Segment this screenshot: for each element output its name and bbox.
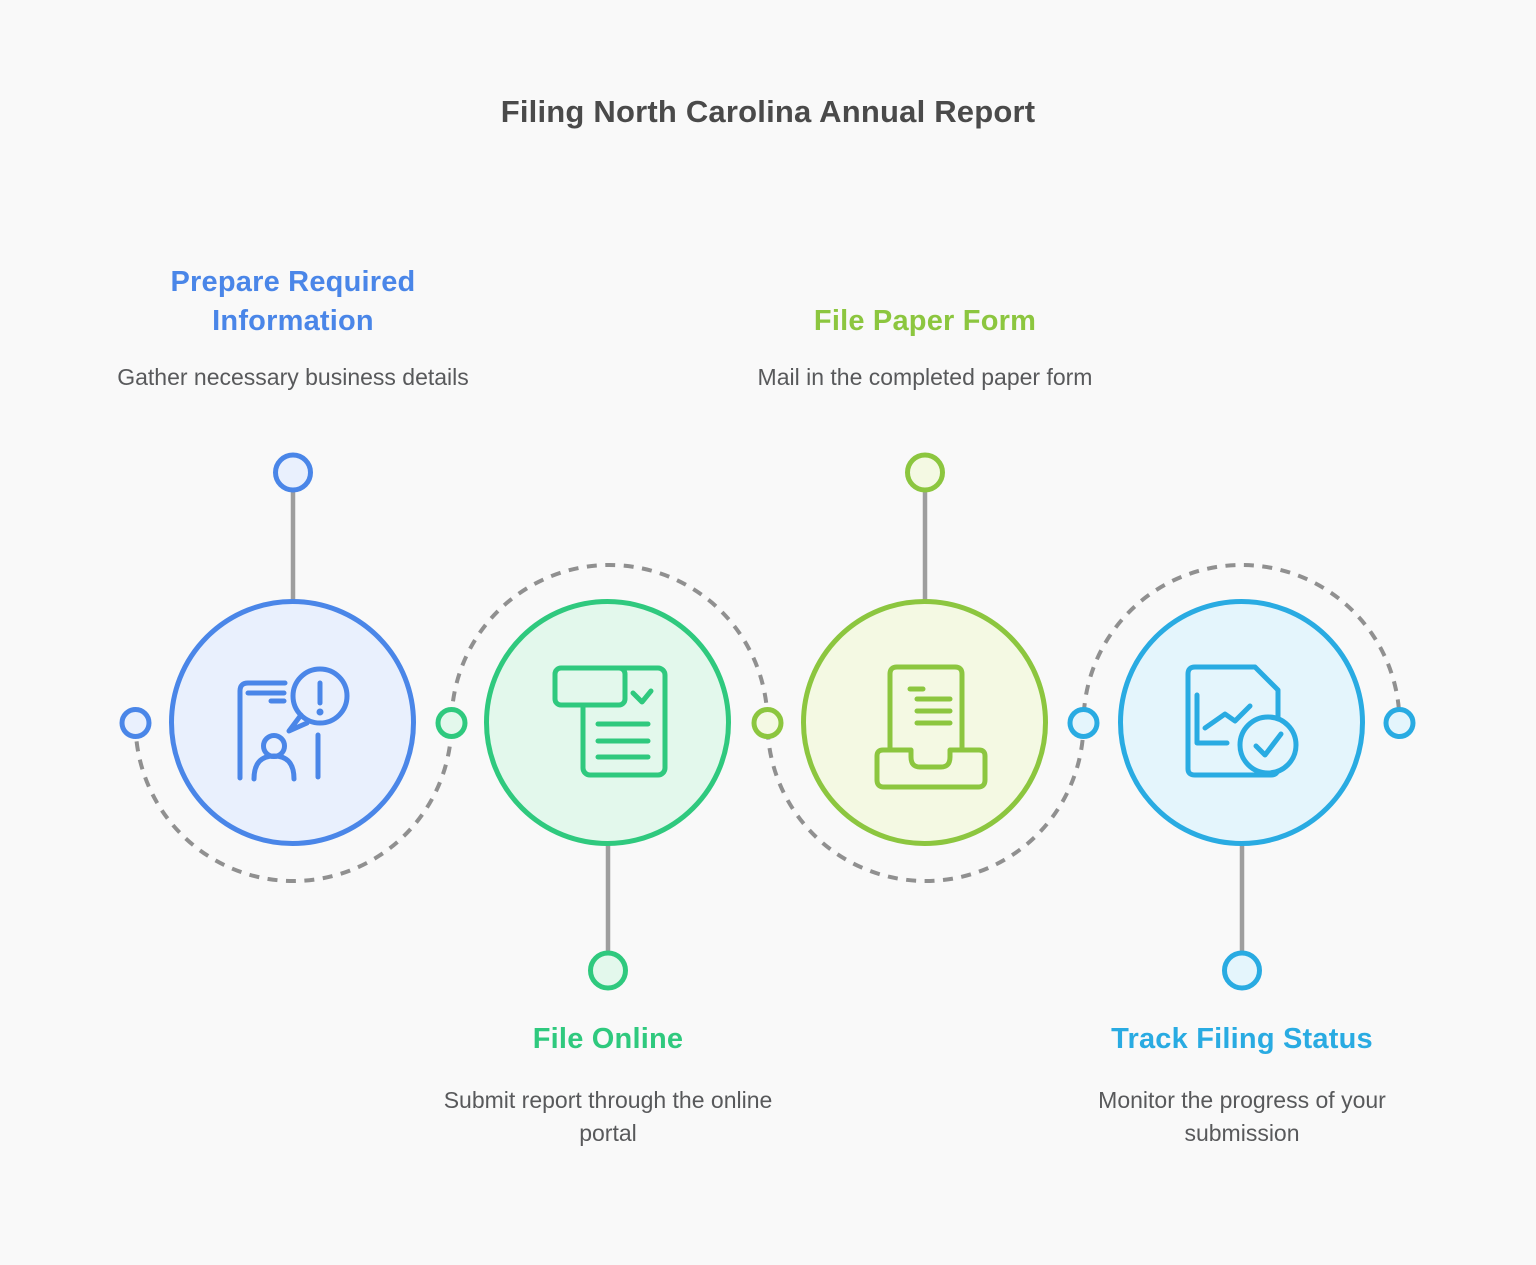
step2-description: Submit report through the online portal (443, 1087, 773, 1147)
step4-label-block: Track Filing Status (997, 1020, 1487, 1058)
step3-anchor-dot (905, 452, 945, 493)
step1-label-block: Prepare Required Information (48, 240, 538, 340)
step2-anchor-dot (588, 950, 628, 991)
serpentine-dashed-path (133, 563, 1402, 883)
step-circle-prepare-required-information (169, 599, 416, 846)
junction-dot-3 (751, 707, 784, 739)
step-circle-file-online (484, 599, 731, 846)
report-status-check-icon (1185, 664, 1298, 777)
step1-anchor-dot (273, 452, 313, 493)
step1-desc-block: Gather necessary business details (48, 361, 538, 394)
step3-desc-block: Mail in the completed paper form (680, 361, 1170, 394)
step4-description: Monitor the progress of your submission (1098, 1087, 1386, 1147)
document-inbox-tray-icon (874, 664, 987, 789)
step2-label-block: File Online (363, 1020, 853, 1058)
junction-dot-2 (435, 707, 468, 739)
step1-heading: Prepare Required Information (170, 266, 416, 337)
step3-description: Mail in the completed paper form (757, 364, 1093, 390)
step4-anchor-dot (1222, 950, 1262, 991)
step2-heading: File Online (532, 1023, 684, 1055)
step2-desc-block: Submit report through the online portal (363, 1084, 853, 1151)
step1-description: Gather necessary business details (117, 364, 469, 390)
online-form-checklist-icon (552, 665, 667, 777)
step4-heading: Track Filing Status (1111, 1023, 1373, 1055)
step3-heading: File Paper Form (813, 304, 1037, 337)
phone-contact-alert-icon (237, 666, 349, 781)
step3-label-block: File Paper Form (680, 240, 1170, 340)
step4-desc-block: Monitor the progress of your submission (997, 1084, 1487, 1151)
junction-dot-4 (1067, 707, 1100, 739)
junction-dot-1 (119, 707, 152, 739)
junction-dot-5 (1383, 707, 1416, 739)
diagram-title: Filing North Carolina Annual Report (500, 94, 1036, 129)
step-circle-track-filing-status (1118, 599, 1365, 846)
step-circle-file-paper-form (801, 599, 1048, 846)
